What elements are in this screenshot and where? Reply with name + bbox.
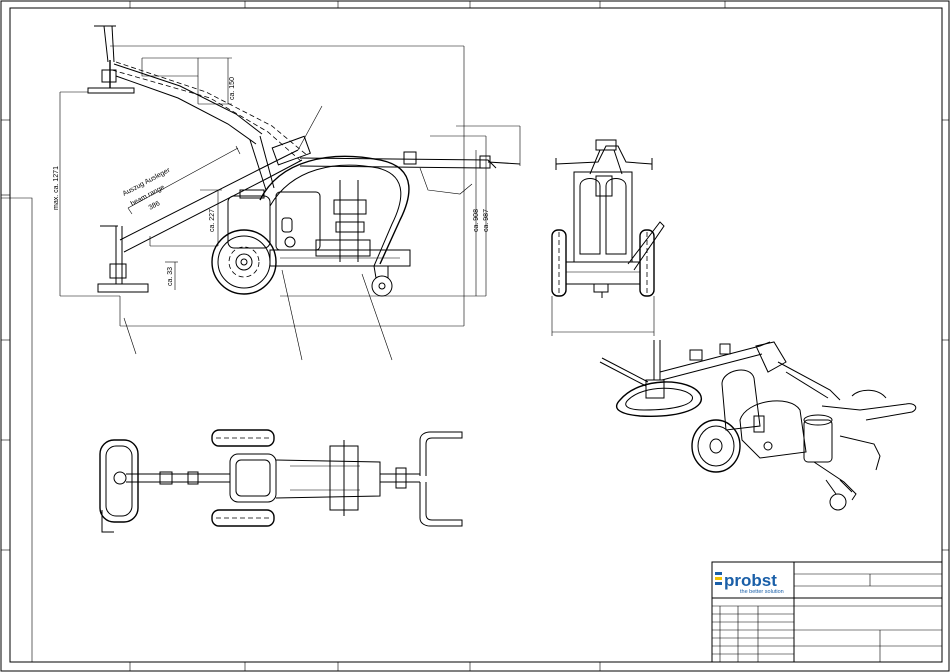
brand-name: probst xyxy=(724,571,777,590)
dim-908: ca. 908 xyxy=(473,209,480,232)
dim-150: ca. 150 xyxy=(229,77,236,100)
dim-987: ca. 987 xyxy=(483,209,490,232)
dim-227: ca. 227 xyxy=(209,209,216,232)
top-view xyxy=(100,430,462,532)
front-view xyxy=(552,140,664,336)
dim-max-height: max. ca. 1271 xyxy=(53,166,60,210)
isometric-view xyxy=(600,340,916,510)
dim-33: ca. 33 xyxy=(167,267,174,286)
beam-range-value: 386 xyxy=(148,200,162,212)
brand-tagline: the better solution xyxy=(740,589,784,595)
probst-logo: probst the better solution xyxy=(715,571,784,595)
